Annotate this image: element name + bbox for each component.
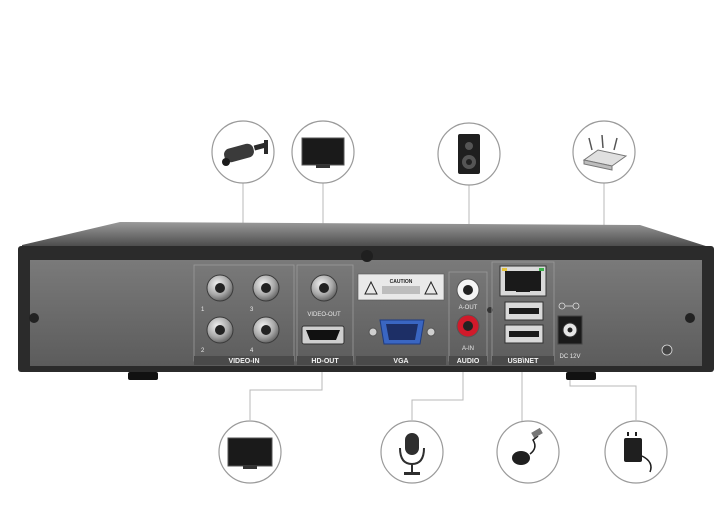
- channel-number-1: 1: [201, 307, 205, 313]
- audio-out-label: A-OUT: [459, 305, 478, 311]
- caution-title: CAUTION: [390, 279, 413, 285]
- foot-left: [128, 372, 158, 380]
- vga-block: CAUTION VGA: [356, 273, 446, 365]
- monitor-icon-top: [291, 120, 355, 184]
- audio-label: AUDIO: [457, 358, 480, 365]
- top-screw: [361, 250, 373, 262]
- bnc-port-2[interactable]: [206, 316, 234, 344]
- line-microphone: [411, 365, 464, 420]
- usb-net-block: USB\NET: [491, 261, 555, 365]
- audio-in-label: A-IN: [462, 346, 474, 352]
- audio-in-rca-port[interactable]: [456, 314, 480, 338]
- ground-screw: [487, 307, 493, 313]
- polarity-symbol-icon: [558, 302, 580, 310]
- panel-screw-right: [685, 313, 695, 323]
- bottom-device-icons: [218, 420, 668, 484]
- bnc-port-3[interactable]: [252, 274, 280, 302]
- audio-label-bar: [449, 356, 487, 365]
- dc-power-block: DC 12V: [557, 302, 673, 360]
- usb-mouse-icon: [496, 420, 560, 484]
- usb-net-label-bar: [492, 356, 554, 365]
- foot-right: [566, 372, 596, 380]
- hdmi-port[interactable]: [301, 325, 345, 345]
- hd-out-label-bar: [297, 356, 353, 365]
- audio-out-rca-port[interactable]: [456, 278, 480, 302]
- usb-port-top[interactable]: [504, 301, 544, 321]
- security-camera-icon: [211, 120, 275, 184]
- video-in-label-bar: [194, 356, 294, 365]
- channel-number-2: 2: [201, 348, 205, 354]
- ethernet-port[interactable]: [499, 265, 547, 297]
- chassis-top: [22, 222, 712, 252]
- usb-port-bottom[interactable]: [504, 324, 544, 344]
- caution-sticker: [357, 273, 445, 301]
- dc-power-jack[interactable]: [557, 315, 583, 345]
- top-device-icons: [211, 120, 636, 186]
- microphone-icon: [380, 420, 444, 484]
- monitor-icon-bottom: [218, 420, 282, 484]
- bnc-port-1[interactable]: [206, 274, 234, 302]
- warning-triangle-icon-right: [424, 280, 438, 295]
- audio-block: A-OUT A-IN AUDIO: [448, 271, 493, 365]
- vga-port[interactable]: [368, 319, 436, 345]
- channel-number-4: 4: [250, 348, 254, 354]
- caution-fine-print: [382, 286, 420, 294]
- ground-terminal-icon: [661, 344, 673, 356]
- vga-label: VGA: [393, 358, 408, 365]
- video-in-block: 1 3 2 4 VIDEO-IN: [193, 264, 295, 365]
- speaker-icon: [437, 122, 501, 186]
- bnc-port-4[interactable]: [252, 316, 280, 344]
- dc-label: DC 12V: [559, 354, 580, 360]
- panel-screw-left: [29, 313, 39, 323]
- channel-number-3: 3: [250, 307, 254, 313]
- video-in-label: VIDEO-IN: [228, 358, 259, 365]
- warning-triangle-icon-left: [364, 280, 378, 295]
- router-icon: [572, 120, 636, 184]
- power-adapter-icon: [604, 420, 668, 484]
- usb-net-label: USB\NET: [508, 358, 539, 365]
- video-out-bnc-port[interactable]: [310, 274, 338, 302]
- line-monitor-bottom: [249, 368, 323, 420]
- video-out-block: VIDEO-OUT HD-OUT: [296, 264, 354, 365]
- video-out-label: VIDEO-OUT: [307, 312, 341, 318]
- hd-out-label: HD-OUT: [311, 358, 339, 365]
- vga-label-bar: [356, 356, 446, 365]
